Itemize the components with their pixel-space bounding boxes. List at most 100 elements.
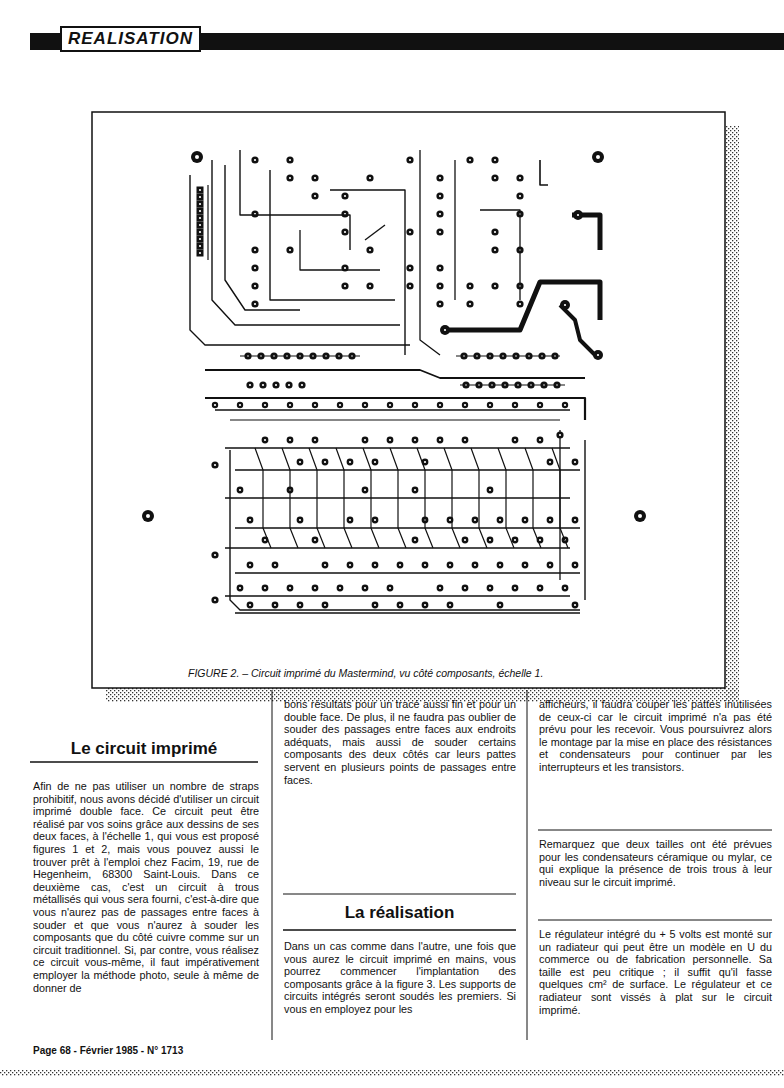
square-pad	[197, 194, 204, 201]
square-pad	[197, 250, 204, 257]
pad-hole	[264, 587, 266, 589]
copper-trace	[480, 210, 520, 300]
pad-hole	[369, 177, 371, 179]
pad-hole	[314, 177, 316, 179]
pad-hole	[464, 404, 466, 406]
solder-pad	[362, 402, 368, 408]
pad-hole	[409, 267, 411, 269]
solder-pad	[491, 282, 498, 289]
solder-pad	[562, 585, 569, 592]
body-paragraph: Le régulateur intégré du + 5 volts est m…	[539, 928, 772, 1016]
solder-pad	[491, 174, 498, 181]
pad-hole	[474, 519, 476, 521]
pad-hole	[314, 404, 316, 406]
pad-hole	[199, 252, 201, 254]
solder-pad	[436, 228, 443, 235]
pad-hole	[249, 519, 251, 521]
pad-hole	[262, 384, 264, 386]
solder-pad	[436, 282, 443, 289]
solder-pad	[311, 192, 318, 199]
pad-hole	[414, 539, 416, 541]
solder-pad	[211, 461, 218, 468]
pad-hole	[424, 604, 426, 606]
solder-pad	[487, 487, 494, 494]
solder-pad	[572, 602, 579, 609]
copper-trace	[255, 448, 271, 548]
section-heading: La réalisation	[283, 903, 516, 923]
pad-hole	[389, 587, 391, 589]
pad-hole	[539, 587, 541, 589]
body-paragraph: Dans un cas comme dans l'autre, une fois…	[284, 940, 516, 1016]
solder-pad	[522, 562, 529, 569]
copper-trace	[225, 165, 300, 310]
pad-hole	[559, 434, 561, 436]
pad-hole	[199, 231, 201, 233]
pad-hole	[519, 303, 521, 305]
copper-trace	[235, 612, 580, 613]
solder-pad	[237, 402, 243, 408]
solder-pad	[262, 585, 269, 592]
pad-hole	[519, 195, 521, 197]
pad-hole	[199, 224, 201, 226]
solder-pad	[497, 562, 504, 569]
solder-pad	[372, 517, 379, 524]
solder-pad	[366, 174, 373, 181]
solder-pad	[362, 437, 369, 444]
pad-hole	[374, 604, 376, 606]
solder-pad	[347, 562, 354, 569]
body-paragraph: Remarquez que deux tailles ont été prévu…	[539, 838, 772, 888]
solder-pad	[440, 325, 450, 335]
solder-pad	[516, 300, 523, 307]
solder-pad	[537, 585, 544, 592]
solder-pad	[537, 402, 543, 408]
solder-pad	[251, 246, 258, 253]
pad-hole	[499, 564, 501, 566]
copper-trace	[235, 572, 580, 573]
solder-pad	[297, 602, 304, 609]
solder-pad	[491, 228, 498, 235]
square-pad	[197, 215, 204, 222]
pad-hole	[199, 245, 201, 247]
pad-hole	[494, 249, 496, 251]
solder-pad	[562, 402, 568, 408]
copper-trace	[420, 150, 440, 355]
pad-hole	[364, 489, 366, 491]
pad-hole	[409, 159, 411, 161]
solder-pad	[251, 282, 258, 289]
pad-hole	[369, 285, 371, 287]
pad-hole	[314, 195, 316, 197]
solder-pad	[437, 402, 443, 408]
body-paragraph: bons résultats pour un tracé aussi fin e…	[284, 698, 516, 786]
solder-pad	[572, 562, 579, 569]
solder-pad	[312, 585, 319, 592]
pad-hole	[596, 155, 600, 159]
square-pad	[197, 208, 204, 215]
solder-pad	[341, 282, 348, 289]
pad-hole	[214, 554, 216, 556]
solder-pad	[406, 228, 413, 235]
solder-pad	[422, 602, 429, 609]
solder-pad	[487, 537, 494, 544]
pad-hole	[239, 587, 241, 589]
pad-hole	[514, 404, 516, 406]
solder-pad	[341, 192, 348, 199]
solder-pad	[462, 585, 469, 592]
pad-hole	[324, 604, 326, 606]
figure-frame	[92, 112, 725, 688]
pad-hole	[489, 489, 491, 491]
copper-trace	[460, 384, 565, 385]
solder-pad	[572, 459, 579, 466]
solder-pad	[462, 402, 468, 408]
copper-trace	[560, 305, 595, 355]
copper-trace	[230, 419, 560, 420]
pad-hole	[564, 587, 566, 589]
pad-hole	[239, 404, 241, 406]
pad-hole	[499, 519, 501, 521]
copper-trace	[390, 448, 406, 548]
solder-pad	[211, 596, 218, 603]
solder-pad	[297, 517, 304, 524]
solder-pad	[237, 585, 244, 592]
square-pad	[197, 243, 204, 250]
solder-pad	[311, 174, 318, 181]
pad-hole	[364, 439, 366, 441]
